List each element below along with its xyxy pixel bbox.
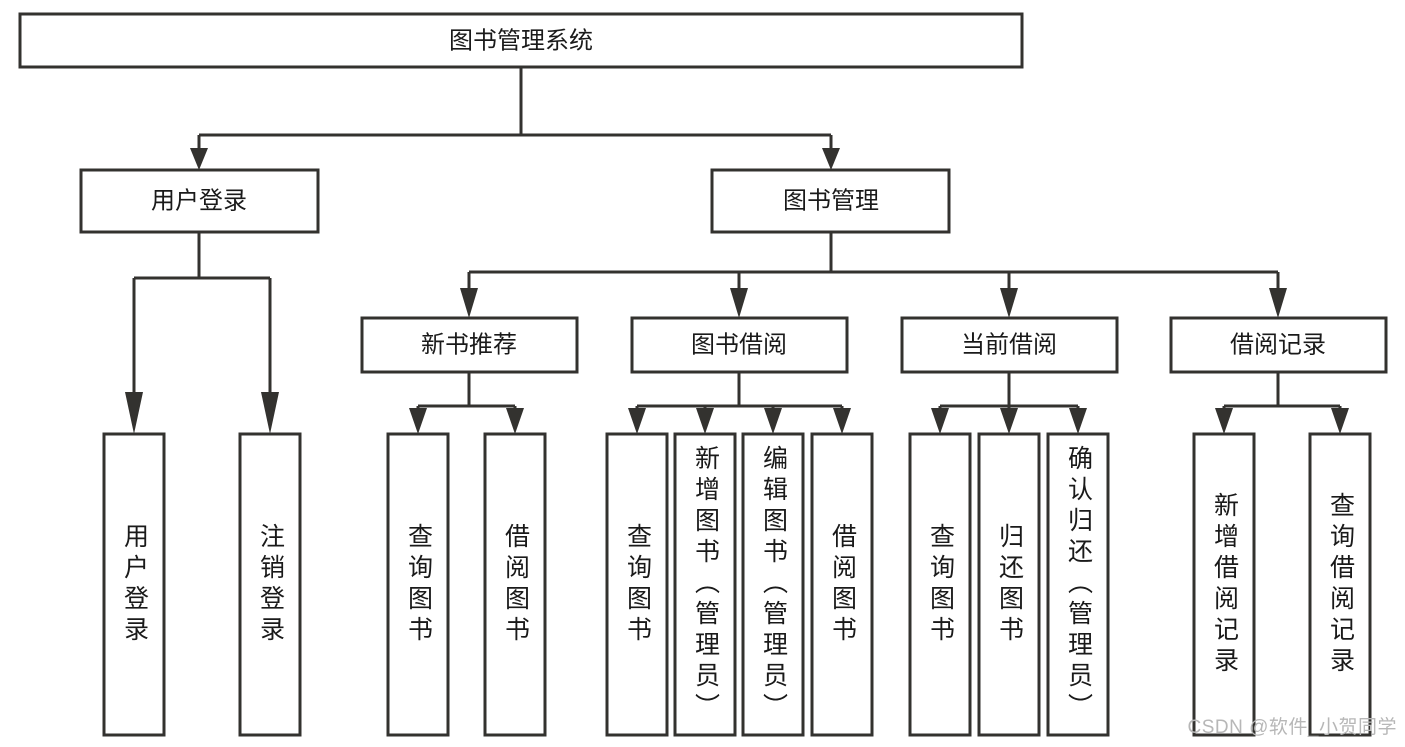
arrow-head-icon bbox=[822, 148, 840, 170]
node-leaf-add-record-box[interactable] bbox=[1192, 432, 1256, 737]
arrow-head-icon bbox=[628, 408, 646, 434]
arrow-head-icon bbox=[125, 392, 143, 434]
arrow-head-icon bbox=[1331, 408, 1349, 434]
node-leaf-add-record[interactable] bbox=[1192, 432, 1256, 737]
node-leaf-query-book-1[interactable] bbox=[386, 432, 450, 737]
node-book-borrow[interactable]: 图书借阅 bbox=[630, 316, 849, 374]
node-book-manage-label: 图书管理 bbox=[783, 187, 879, 214]
node-borrow-record[interactable]: 借阅记录 bbox=[1169, 316, 1388, 374]
node-current-borrow-label: 当前借阅 bbox=[961, 331, 1057, 358]
node-leaf-query-book-1-box[interactable] bbox=[386, 432, 450, 737]
arrow-head-icon bbox=[506, 408, 524, 434]
node-leaf-confirm-return[interactable] bbox=[1046, 432, 1110, 737]
node-user-login-box[interactable] bbox=[79, 168, 320, 234]
node-user-login-label: 用户登录 bbox=[151, 187, 247, 214]
arrow-head-icon bbox=[833, 408, 851, 434]
arrow-head-icon bbox=[460, 288, 478, 318]
node-leaf-edit-book-box[interactable] bbox=[741, 432, 805, 737]
node-leaf-borrow-book-2[interactable] bbox=[810, 432, 874, 737]
connector-group-book-borrow-to-leaves bbox=[628, 372, 851, 434]
node-leaf-query-record-box[interactable] bbox=[1308, 432, 1372, 737]
connector-group-book-manage-to-level2 bbox=[460, 232, 1287, 318]
node-root[interactable]: 图书管理系统 bbox=[18, 12, 1024, 69]
node-root-label: 图书管理系统 bbox=[449, 27, 593, 54]
node-book-borrow-box[interactable] bbox=[630, 316, 849, 374]
node-leaf-query-book-3[interactable] bbox=[908, 432, 972, 737]
arrow-head-icon bbox=[1215, 408, 1233, 434]
arrow-head-icon bbox=[409, 408, 427, 434]
node-leaf-return-book-box[interactable] bbox=[977, 432, 1041, 737]
node-new-book-rec[interactable]: 新书推荐 bbox=[360, 316, 579, 374]
node-leaf-confirm-return-box[interactable] bbox=[1046, 432, 1110, 737]
arrow-head-icon bbox=[1000, 288, 1018, 318]
node-new-book-rec-box[interactable] bbox=[360, 316, 579, 374]
node-current-borrow-box[interactable] bbox=[900, 316, 1119, 374]
node-user-login[interactable]: 用户登录 bbox=[79, 168, 320, 234]
node-leaf-add-book-box[interactable] bbox=[673, 432, 737, 737]
node-leaf-borrow-book-1-box[interactable] bbox=[483, 432, 547, 737]
node-leaf-return-book[interactable] bbox=[977, 432, 1041, 737]
node-root-box[interactable] bbox=[18, 12, 1024, 69]
connector-group-new-book-rec-to-leaves bbox=[409, 372, 524, 434]
arrow-head-icon bbox=[1069, 408, 1087, 434]
arrow-head-icon bbox=[764, 408, 782, 434]
arrow-head-icon bbox=[696, 408, 714, 434]
connector-group-root-to-level1 bbox=[190, 67, 840, 170]
arrow-head-icon bbox=[190, 148, 208, 170]
connector-group-current-borrow-to-leaves bbox=[931, 372, 1087, 434]
node-book-borrow-label: 图书借阅 bbox=[691, 331, 787, 358]
node-leaf-query-book-2-box[interactable] bbox=[605, 432, 669, 737]
node-leaf-user-login[interactable] bbox=[102, 432, 166, 737]
node-book-manage-box[interactable] bbox=[710, 168, 951, 234]
node-leaf-edit-book[interactable] bbox=[741, 432, 805, 737]
arrow-head-icon bbox=[1000, 408, 1018, 434]
connector-group-user-login-to-leaves bbox=[125, 232, 279, 434]
node-leaf-user-login-box[interactable] bbox=[102, 432, 166, 737]
node-leaf-query-record[interactable] bbox=[1308, 432, 1372, 737]
node-leaf-query-book-3-box[interactable] bbox=[908, 432, 972, 737]
node-leaf-add-book[interactable] bbox=[673, 432, 737, 737]
node-leaf-logout-box[interactable] bbox=[238, 432, 302, 737]
node-leaf-logout[interactable] bbox=[238, 432, 302, 737]
arrow-head-icon bbox=[1269, 288, 1287, 318]
arrow-head-icon bbox=[931, 408, 949, 434]
arrow-head-icon bbox=[730, 288, 748, 318]
node-borrow-record-box[interactable] bbox=[1169, 316, 1388, 374]
node-new-book-rec-label: 新书推荐 bbox=[421, 331, 517, 358]
node-book-manage[interactable]: 图书管理 bbox=[710, 168, 951, 234]
node-leaf-borrow-book-1[interactable] bbox=[483, 432, 547, 737]
node-leaf-query-book-2[interactable] bbox=[605, 432, 669, 737]
node-current-borrow[interactable]: 当前借阅 bbox=[900, 316, 1119, 374]
node-borrow-record-label: 借阅记录 bbox=[1230, 331, 1326, 358]
arrow-head-icon bbox=[261, 392, 279, 434]
connector-group-borrow-record-to-leaves bbox=[1215, 372, 1349, 434]
node-leaf-borrow-book-2-box[interactable] bbox=[810, 432, 874, 737]
